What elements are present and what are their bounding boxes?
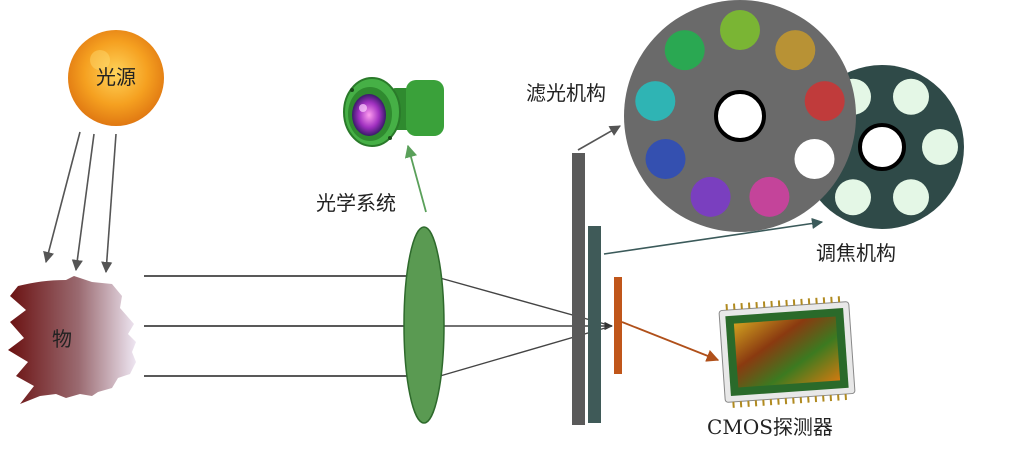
filter-mechanism-arrow [577,125,621,151]
filter-wheel-hole [690,176,731,217]
focus-wheel-hole [922,129,958,165]
filter-wheel-hole [664,30,705,71]
converging-ray-top [439,277,613,327]
cmos-chip-icon [718,296,856,408]
filter-wheel-hole [775,30,816,71]
object-silhouette-icon [8,276,136,404]
sun-ray [101,133,117,274]
optical-system-arrow [404,144,427,213]
focus-wheel-hole [893,78,929,115]
light-source-label: 光源 [96,65,136,89]
optical-system-label: 光学系统 [316,191,396,215]
filter-wheel-hub [714,90,766,142]
filter-wheel [624,0,856,232]
filter-mechanism-label: 滤光机构 [526,81,606,105]
sun-icon [68,30,164,126]
filter-wheel-hole [645,139,686,179]
object-label: 物 [52,327,72,351]
filter-wheel-hole [749,176,790,217]
sensor-bar [614,277,622,374]
filter-wheel-hole [804,81,845,122]
object-rays [144,275,420,377]
filter-wheel-hole [635,81,676,122]
focus-wheel-hub [858,123,906,171]
filter-plate [572,153,585,425]
focus-mechanism-arrow [603,217,824,255]
sun-ray [71,133,95,272]
focus-plate [588,226,601,423]
sun-rays [43,131,117,274]
cmos-detector-label: CMOS探测器 [707,415,833,439]
converging-ray-bottom [439,325,613,377]
sun-ray [43,131,81,264]
focus-wheel-hole [893,179,929,216]
cmos-arrow [621,321,720,362]
focus-mechanism-label: 调焦机构 [816,241,896,265]
filter-wheel-hole [720,10,760,50]
camera-lens-icon [343,77,444,147]
filter-wheel-hole [794,139,835,179]
converging-rays [439,277,613,377]
focus-wheel-hole [835,179,871,216]
lens [403,226,445,424]
